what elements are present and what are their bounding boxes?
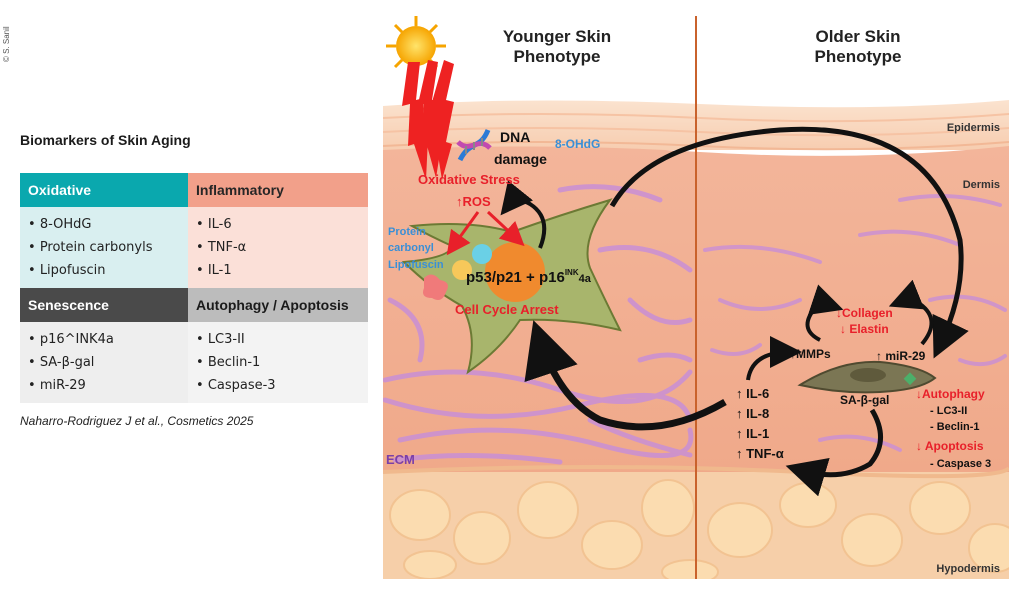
carbonyl-label: carbonyl xyxy=(388,242,434,254)
list-item: miR-29 xyxy=(28,374,188,397)
p53-text: p53/p21 + p16 xyxy=(466,269,565,286)
il8-label: ↑ IL-8 xyxy=(736,406,769,421)
biomarkers-table: Oxidative Inflammatory 8-OHdG Protein ca… xyxy=(20,173,368,403)
senescence-cell: p16^INK4a SA-β-gal miR-29 xyxy=(20,322,188,403)
mir29-label: ↑ miR-29 xyxy=(876,349,926,363)
list-item: 8-OHdG xyxy=(28,213,188,236)
hypodermis-label: Hypodermis xyxy=(936,563,1000,575)
nucleus xyxy=(485,242,545,302)
p53-label: p53/p21 + p16INK4a xyxy=(466,268,592,286)
ohdg-label: 8-OHdG xyxy=(555,137,600,151)
sabgal-to-cytokines-arrow xyxy=(785,408,883,497)
collagen-arrow-left xyxy=(805,284,844,342)
ink-superscript: INK xyxy=(565,268,579,277)
older-title-line2: Phenotype xyxy=(815,47,902,66)
ros-arrows xyxy=(446,210,525,256)
citation: Naharro-Rodriguez J et al., Cosmetics 20… xyxy=(20,414,254,428)
list-item: Lipofuscin xyxy=(28,259,188,282)
elastin-label: ↓ Elastin xyxy=(840,322,889,336)
dna-label: DNA xyxy=(500,129,530,145)
ecm-label: ECM xyxy=(386,452,415,467)
beclin-label: - Beclin-1 xyxy=(930,421,980,433)
younger-title-line2: Phenotype xyxy=(514,47,601,66)
list-item: LC3-II xyxy=(196,328,368,351)
younger-title-line1: Younger Skin xyxy=(503,27,611,46)
list-item: TNF-α xyxy=(196,236,368,259)
list-item: Caspase-3 xyxy=(196,374,368,397)
table-title: Biomarkers of Skin Aging xyxy=(20,132,191,148)
lipofuscin-granule xyxy=(423,274,448,300)
senescence-progression-arrow xyxy=(609,126,969,359)
collagen-arrow-right xyxy=(888,279,934,346)
autophagy-label: ↓Autophagy xyxy=(916,387,985,401)
autophagy-cell: LC3-II Beclin-1 Caspase-3 xyxy=(188,322,368,403)
mmps-label: ↑MMPs xyxy=(790,347,831,361)
list-item: IL-1 xyxy=(196,259,368,282)
lipofuscin-dot xyxy=(452,260,472,280)
epidermis-label: Epidermis xyxy=(947,122,1000,134)
il6-label: ↑ IL-6 xyxy=(736,386,769,401)
oxidative-cell: 8-OHdG Protein carbonyls Lipofuscin xyxy=(20,207,188,288)
list-item: SA-β-gal xyxy=(28,351,188,374)
header-oxidative: Oxidative xyxy=(20,173,188,207)
protein-label: Protein xyxy=(388,226,426,238)
header-inflammatory: Inflammatory xyxy=(188,173,368,207)
collagen-label: ↓Collagen xyxy=(836,306,893,320)
protein-carbonyl-dot xyxy=(472,244,492,264)
lc3-label: - LC3-II xyxy=(930,405,967,417)
il1-label: ↑ IL-1 xyxy=(736,426,769,441)
list-item: IL-6 xyxy=(196,213,368,236)
oxidative-stress-label: Oxidative Stress xyxy=(418,172,520,187)
sasp-feedback-arrow xyxy=(524,320,727,431)
older-title-line1: Older Skin xyxy=(815,27,900,46)
old-nucleus xyxy=(850,368,886,382)
caspase-label: - Caspase 3 xyxy=(930,458,991,470)
uv-rays xyxy=(402,60,454,180)
inflammatory-cell: IL-6 TNF-α IL-1 xyxy=(188,207,368,288)
ros-feedback-arrow xyxy=(500,180,547,249)
list-item: Protein carbonyls xyxy=(28,236,188,259)
fat-cells xyxy=(389,479,1009,579)
ecm-fibers-young xyxy=(383,184,694,465)
ink-suffix: 4a xyxy=(579,273,592,285)
lipofuscin-label: Lipofuscin xyxy=(388,259,444,271)
damage-label: damage xyxy=(494,151,547,167)
mmps-arrow xyxy=(746,336,802,381)
apoptosis-label: ↓ Apoptosis xyxy=(916,439,984,453)
list-item: p16^INK4a xyxy=(28,328,188,351)
header-autophagy: Autophagy / Apoptosis xyxy=(188,288,368,322)
dna-helix-icon xyxy=(456,128,492,162)
cell-cycle-arrest-label: Cell Cycle Arrest xyxy=(455,302,559,317)
sabgal-label: SA-β-gal xyxy=(840,393,889,407)
dermis-label: Dermis xyxy=(963,179,1000,191)
header-senescence: Senescence xyxy=(20,288,188,322)
tnf-label: ↑ TNF-α xyxy=(736,446,784,461)
ecm-fibers-old xyxy=(703,194,1007,452)
list-item: Beclin-1 xyxy=(196,351,368,374)
ros-label: ↑ROS xyxy=(456,194,491,209)
